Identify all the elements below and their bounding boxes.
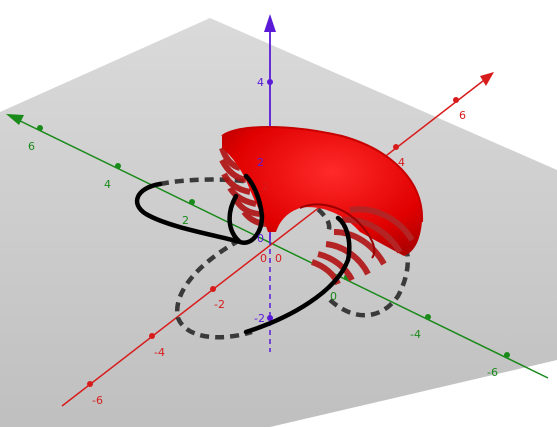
origin-labels: 0 0 <box>275 252 337 303</box>
curve-visible-solid[interactable] <box>134 173 352 335</box>
x-tick-labels: -6 -4 -2 0 2 4 6 <box>92 109 466 407</box>
z-tick-label: 2 <box>257 156 264 169</box>
x-tick-label: 4 <box>398 156 405 169</box>
x-tick-label: 2 <box>262 180 269 193</box>
x-axis-arrowhead <box>480 72 494 86</box>
z-axis-arrowhead <box>264 14 276 32</box>
z-tick-label: 0 <box>257 232 264 245</box>
z-tick-labels: -2 0 2 4 <box>254 76 265 325</box>
x-tick-label: -2 <box>214 298 225 311</box>
x-tick-label: -6 <box>92 394 103 407</box>
y-origin-label: 0 <box>275 252 282 265</box>
y-tick-label: -6 <box>487 366 498 379</box>
x-axis <box>61 72 494 407</box>
y-tick-label: 2 <box>182 214 189 227</box>
y-axis-arrowhead <box>6 114 24 125</box>
x-tick-label: 6 <box>459 109 466 122</box>
y-tick-label: 4 <box>104 178 111 191</box>
y-tick-labels: -4 -6 2 4 6 <box>28 140 498 379</box>
y-tick-label: 6 <box>28 140 35 153</box>
y-tick-label: -4 <box>410 328 421 341</box>
x-origin-label: 0 <box>330 290 337 303</box>
x-tick-label: 0 <box>260 252 267 265</box>
z-tick-label: -2 <box>254 312 265 325</box>
x-tick-label: -4 <box>154 346 165 359</box>
z-tick-label: 4 <box>257 76 264 89</box>
y-axis <box>6 114 549 379</box>
